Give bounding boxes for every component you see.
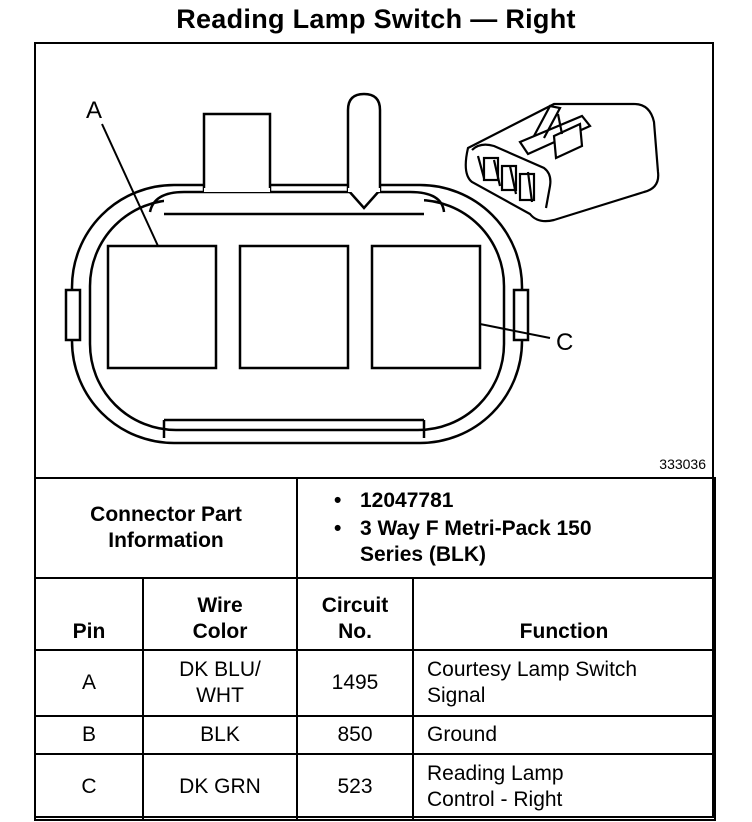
figure-number: 333036 <box>659 456 706 472</box>
key-tab <box>202 112 272 192</box>
cell-function: Reading Lamp Control - Right <box>412 753 716 821</box>
cavity-b <box>238 244 350 370</box>
side-rib-left <box>64 288 82 342</box>
header-circuit: Circuit No. <box>296 577 414 651</box>
table-header-row: Pin Wire Color Circuit No. Function <box>34 577 716 651</box>
pinout-table: Pin Wire Color Circuit No. Function A DK… <box>34 577 716 821</box>
header-pin: Pin <box>34 577 144 651</box>
cell-pin: A <box>34 649 144 717</box>
header-wire-color: Wire Color <box>142 577 298 651</box>
cell-circuit: 850 <box>296 715 414 755</box>
cell-wire-color: DK BLU/ WHT <box>142 649 298 717</box>
top-flange <box>148 187 446 216</box>
connector-info-table: Connector Part Information 12047781 3 Wa… <box>34 477 716 579</box>
connector-info-values: 12047781 3 Way F Metri-Pack 150 Series (… <box>296 477 716 579</box>
cell-circuit: 523 <box>296 753 414 821</box>
table-row: A DK BLU/ WHT 1495 Courtesy Lamp Switch … <box>34 649 716 717</box>
cell-function: Ground <box>412 715 716 755</box>
connector-diagram: A C <box>64 92 660 445</box>
cell-function: Courtesy Lamp Switch Signal <box>412 649 716 717</box>
cell-pin: B <box>34 715 144 755</box>
header-function: Function <box>412 577 716 651</box>
cell-wire-color: DK GRN <box>142 753 298 821</box>
connector-part-number: 12047781 <box>334 488 714 514</box>
cell-wire-color: BLK <box>142 715 298 755</box>
callout-a: A <box>86 97 102 124</box>
table-row: B BLK 850 Ground <box>34 715 716 755</box>
bottom-flange <box>162 418 426 438</box>
table-row: C DK GRN 523 Reading Lamp Control - Righ… <box>34 753 716 821</box>
connector-type: 3 Way F Metri-Pack 150 Series (BLK) <box>334 516 620 568</box>
cavity-a <box>106 244 218 370</box>
callout-c: C <box>556 329 573 356</box>
callout-c-leader <box>479 323 551 339</box>
page-title: Reading Lamp Switch — Right <box>176 4 576 34</box>
side-rib-right <box>512 288 530 342</box>
connector-body <box>70 183 524 445</box>
connector-info-label: Connector Part Information <box>34 477 298 579</box>
callout-a-leader <box>101 123 159 247</box>
connector-iso-view <box>464 102 660 223</box>
latch-tab <box>346 92 382 210</box>
cavity-c <box>370 244 482 370</box>
cell-pin: C <box>34 753 144 821</box>
cell-circuit: 1495 <box>296 649 414 717</box>
